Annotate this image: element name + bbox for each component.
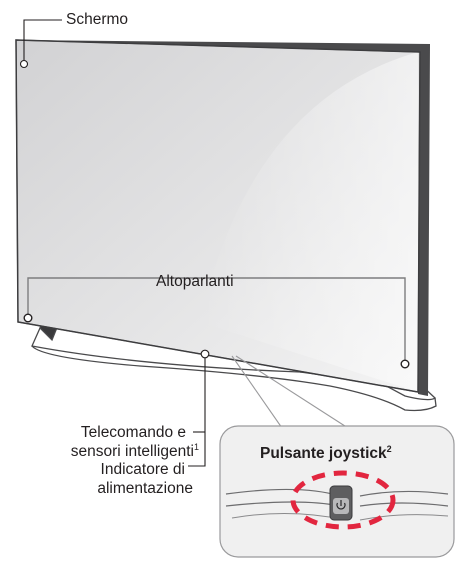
remote-label-line2: sensori intelligenti1 bbox=[71, 442, 199, 461]
screen-leader-line bbox=[19, 19, 62, 69]
power-icon bbox=[336, 500, 346, 510]
joystick-footnote: 2 bbox=[386, 443, 392, 454]
remote-label-text: sensori intelligenti bbox=[70, 443, 194, 460]
joystick-inset bbox=[219, 425, 455, 558]
speakers-outline bbox=[23, 277, 410, 369]
power-label-line1: Indicatore di bbox=[100, 461, 185, 478]
joystick-label-text: Pulsante joystick bbox=[260, 445, 387, 462]
power-label-line2: alimentazione bbox=[97, 480, 193, 497]
tv-body bbox=[15, 39, 430, 396]
remote-leader-line bbox=[188, 349, 210, 467]
joystick-label: Pulsante joystick2 bbox=[260, 444, 392, 463]
screen-label: Schermo bbox=[66, 11, 129, 28]
speakers-label: Altoparlanti bbox=[156, 273, 234, 290]
joystick-zoom-lines bbox=[231, 355, 349, 429]
joystick-highlight-circle bbox=[290, 470, 396, 530]
remote-label-line1: Telecomando e bbox=[80, 424, 186, 441]
remote-footnote: 1 bbox=[193, 441, 199, 452]
